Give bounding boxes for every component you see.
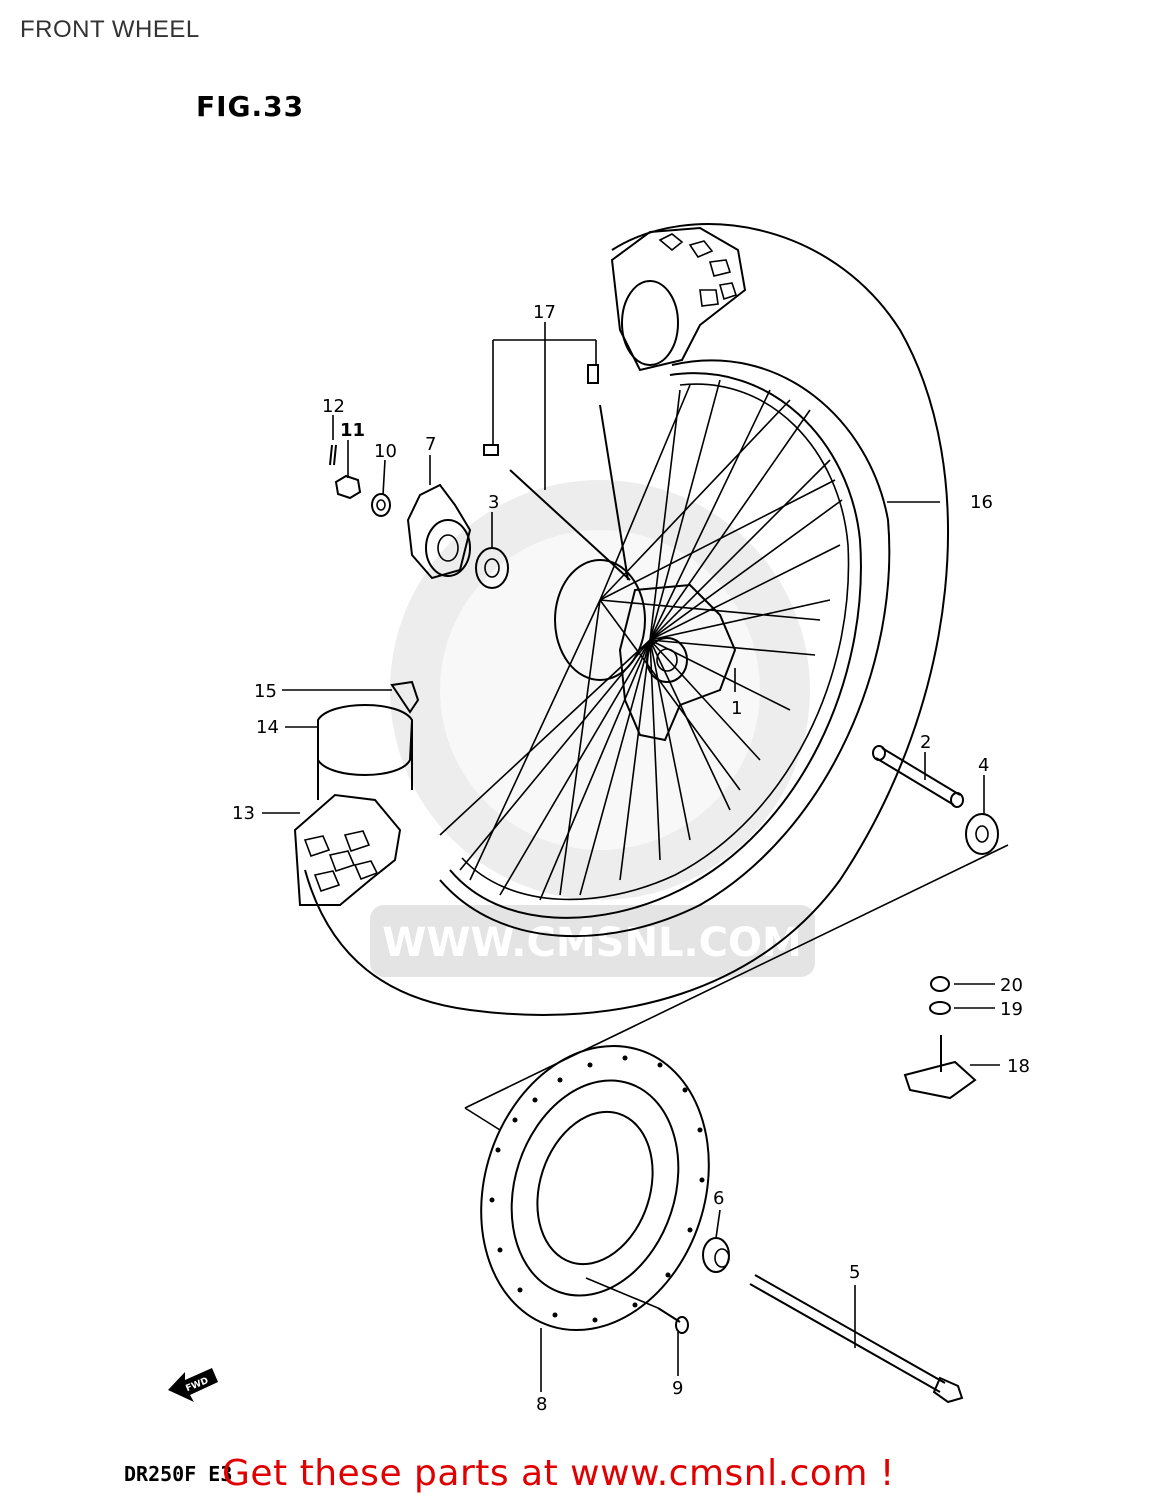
callout-11: 11 <box>340 420 365 441</box>
callout-3: 3 <box>488 492 499 513</box>
tube-15 <box>390 680 420 714</box>
callout-5: 5 <box>849 1262 860 1283</box>
collar-6 <box>702 1237 730 1273</box>
callout-19: 19 <box>1000 999 1023 1020</box>
callout-8: 8 <box>536 1394 547 1415</box>
callout-15: 15 <box>254 681 277 702</box>
watermark: WWW.CMSNL.COM <box>370 480 815 977</box>
washer-10 <box>371 493 391 517</box>
spokes <box>439 379 843 901</box>
callout-numbers: 1 2 3 4 5 6 7 8 9 10 11 12 13 14 15 16 1… <box>232 302 1030 1415</box>
spacer-4 <box>965 813 999 855</box>
callout-1: 1 <box>731 698 742 719</box>
speedo-gearbox <box>406 483 472 580</box>
promo-link[interactable]: Get these parts at www.cmsnl.com ! <box>222 1453 895 1494</box>
rim-band-14 <box>317 704 414 800</box>
nut-20 <box>930 976 950 992</box>
callout-10: 10 <box>374 441 397 462</box>
rim <box>449 372 862 919</box>
callout-14: 14 <box>256 717 279 738</box>
spacer-2 <box>872 745 964 808</box>
cotter-pin-12 <box>329 444 337 466</box>
callout-16: 16 <box>970 492 993 513</box>
callout-9: 9 <box>672 1378 683 1399</box>
nut-11 <box>334 474 362 500</box>
leader-lines <box>262 322 1000 1392</box>
callout-18: 18 <box>1007 1056 1030 1077</box>
washer-19 <box>929 1001 951 1015</box>
model-code: DR250F E3 <box>124 1462 233 1486</box>
spoke-set-17 <box>483 364 631 581</box>
tire <box>293 223 949 1016</box>
watermark-text: WWW.CMSNL.COM <box>382 920 802 966</box>
callout-7: 7 <box>425 434 436 455</box>
disc-bolt-9 <box>657 1307 689 1334</box>
callout-20: 20 <box>1000 975 1023 996</box>
brake-disc <box>480 1044 710 1332</box>
page-title: FRONT WHEEL <box>20 16 200 43</box>
callout-2: 2 <box>920 732 931 753</box>
callout-6: 6 <box>713 1188 724 1209</box>
callout-4: 4 <box>978 755 989 776</box>
callout-17: 17 <box>533 302 556 323</box>
figure-label: FIG.33 <box>196 90 305 123</box>
fwd-arrow-icon: FWD <box>168 1368 218 1402</box>
rim-lock-18 <box>903 1035 977 1100</box>
callout-13: 13 <box>232 803 255 824</box>
callout-12: 12 <box>322 396 345 417</box>
hub <box>554 559 737 742</box>
axle-5 <box>749 1274 964 1404</box>
